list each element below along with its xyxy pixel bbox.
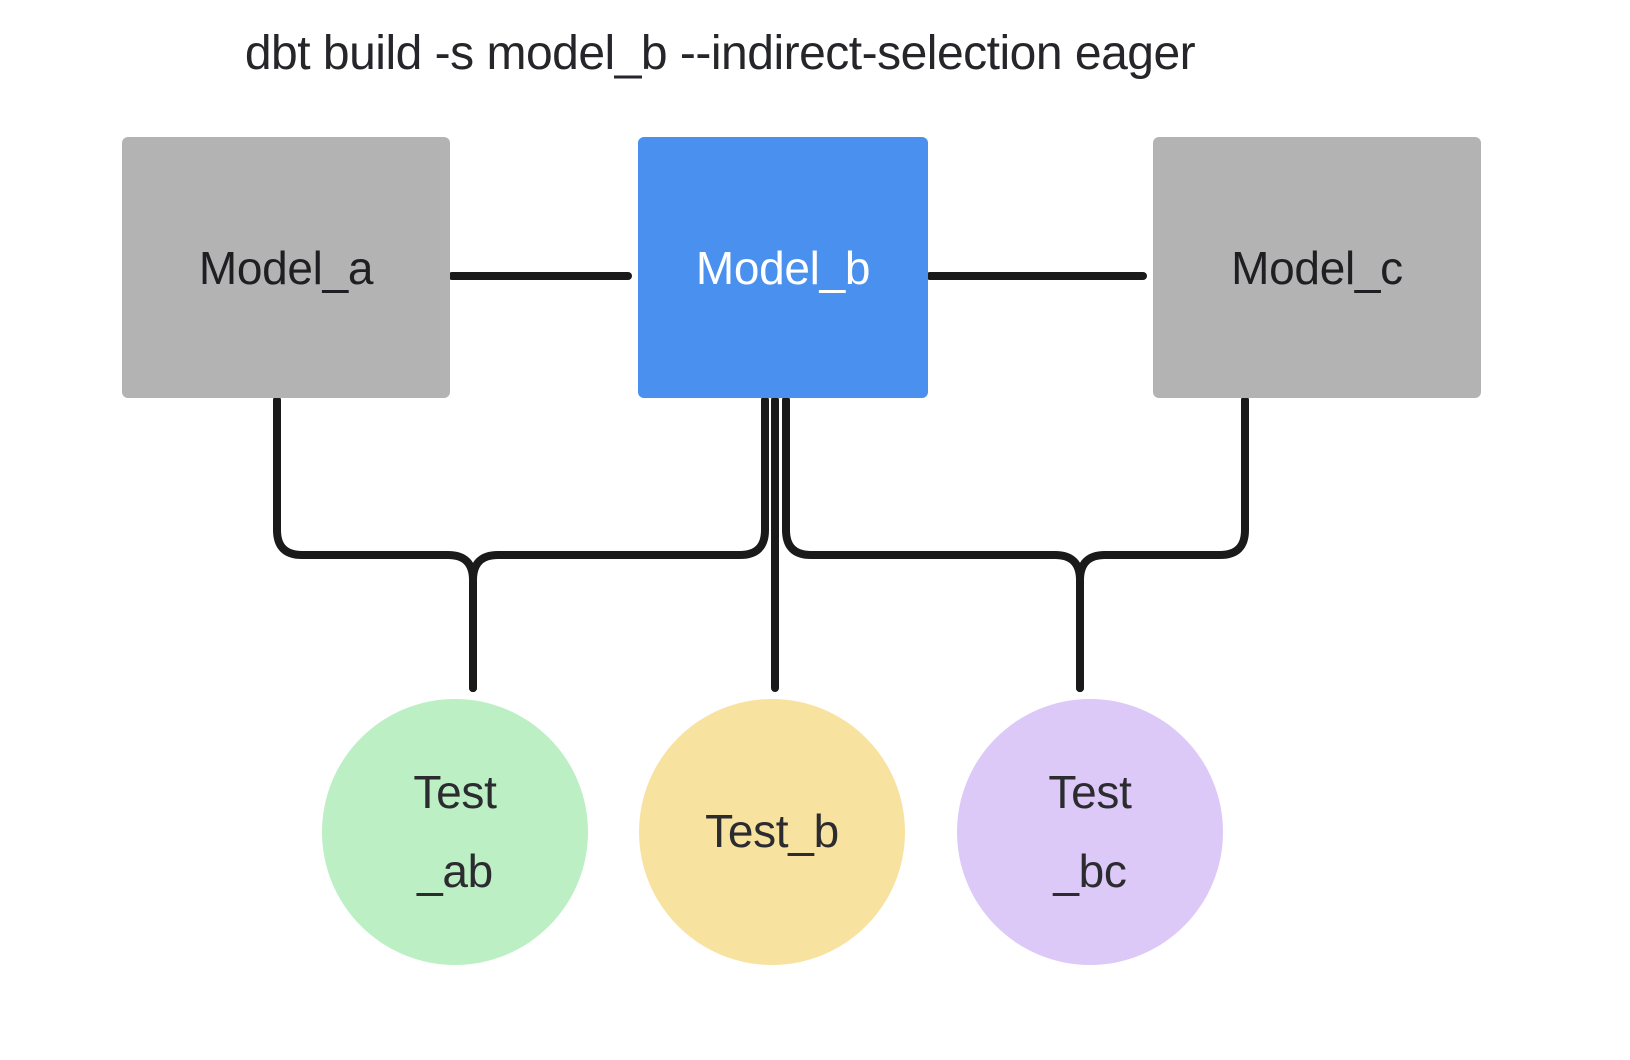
node-model-b[interactable]: Model_b [638,137,928,398]
node-test-bc[interactable]: Test _bc [957,699,1223,965]
edge-model-c-to-test-bc [1076,396,1249,692]
node-test-ab-label-line-2: _ab [417,845,493,897]
node-test-bc-label-line-2: _bc [1053,845,1127,897]
node-test-ab[interactable]: Test _ab [322,699,588,965]
node-test-ab-label-line-1: Test [413,765,497,818]
node-model-b-label: Model_b [695,241,871,294]
edge-model-b-to-test-bc [782,396,1084,692]
node-model-a[interactable]: Model_a [122,137,450,398]
node-test-b-label-line-1: Test_b [705,805,839,858]
node-model-c-label: Model_c [1231,241,1403,294]
edge-model-b-to-test-ab [469,396,769,692]
node-model-a-label: Model_a [198,241,374,294]
diagram-title: dbt build -s model_b --indirect-selectio… [244,27,1196,80]
edge-model-a-to-test-ab [273,396,477,692]
node-test-b[interactable]: Test_b [639,699,905,965]
node-test-bc-label-line-1: Test [1048,765,1132,818]
node-model-c[interactable]: Model_c [1153,137,1481,398]
